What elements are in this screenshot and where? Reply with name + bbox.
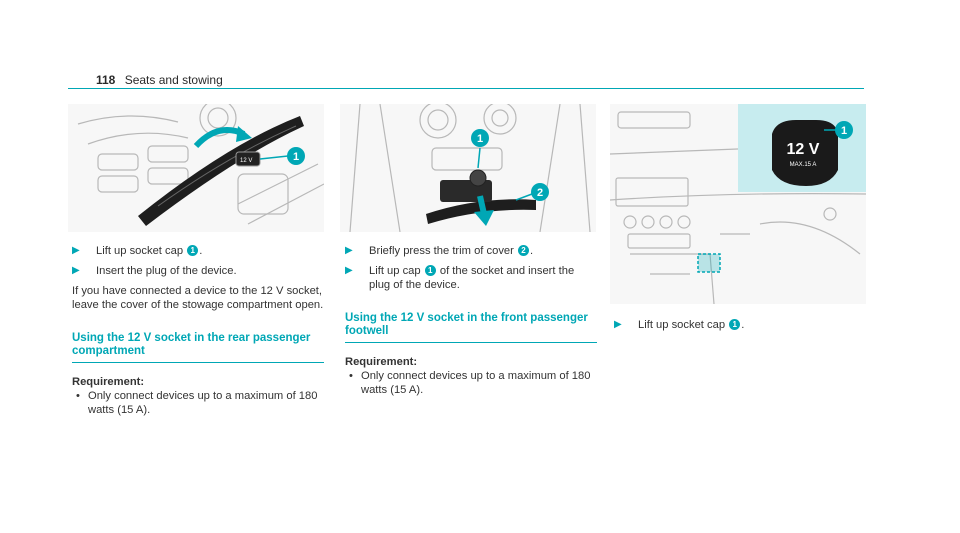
socket-rating: MAX.15 A bbox=[790, 162, 817, 168]
badge-2: 2 bbox=[517, 245, 529, 256]
section-title-front: Using the 12 V socket in the front passe… bbox=[345, 312, 597, 343]
bullet-icon: • bbox=[349, 370, 353, 382]
column-dashboard: ▶ Lift up socket cap 1. bbox=[614, 318, 866, 338]
header-rule bbox=[68, 88, 864, 89]
callout-1 bbox=[287, 147, 305, 165]
figure-dashboard-socket: 12 V MAX.15 A 1 bbox=[610, 104, 866, 304]
step-press-trim: ▶ Briefly press the trim of cover 2. bbox=[345, 245, 534, 257]
section-title-rear: Using the 12 V socket in the rear passen… bbox=[72, 332, 324, 363]
step-lift-cap: ▶ Lift up socket cap 1. bbox=[72, 245, 203, 257]
step-lift-cap: ▶ Lift up cap 1 of the socket and insert… bbox=[345, 265, 575, 291]
rear-console-illustration: 12 V 1 bbox=[68, 104, 324, 232]
requirement-label: Requirement: bbox=[345, 356, 418, 368]
socket-label: 12 V bbox=[787, 141, 820, 158]
svg-text:1: 1 bbox=[841, 125, 847, 137]
svg-text:1: 1 bbox=[477, 133, 483, 145]
bullet-icon: • bbox=[76, 390, 80, 402]
step-arrow-icon: ▶ bbox=[72, 245, 80, 256]
section-name: Seats and stowing bbox=[124, 73, 223, 87]
note-paragraph: If you have connected a device to the 12… bbox=[72, 285, 324, 311]
page-header: 118 Seats and stowing bbox=[96, 73, 223, 87]
page-number: 118 bbox=[96, 73, 116, 87]
badge-1: 1 bbox=[424, 265, 436, 276]
callout-1 bbox=[835, 121, 853, 139]
dashboard-illustration: 12 V MAX.15 A 1 bbox=[610, 104, 866, 304]
front-console-illustration: 1 2 bbox=[340, 104, 596, 232]
requirement-item: • Only connect devices up to a maximum o… bbox=[76, 390, 318, 416]
requirement-label: Requirement: bbox=[72, 376, 145, 388]
figure-front-socket: 1 2 bbox=[340, 104, 596, 232]
step-insert-plug: ▶ Insert the plug of the device. bbox=[72, 265, 237, 277]
column-rear: ▶ Lift up socket cap 1. ▶ Insert the plu… bbox=[72, 244, 324, 417]
step-lift-cap: ▶ Lift up socket cap 1. bbox=[614, 319, 745, 331]
callout-1 bbox=[471, 129, 489, 147]
requirement-item: • Only connect devices up to a maximum o… bbox=[349, 370, 591, 396]
step-arrow-icon: ▶ bbox=[345, 265, 353, 276]
step-arrow-icon: ▶ bbox=[614, 319, 622, 330]
step-arrow-icon: ▶ bbox=[72, 265, 80, 276]
figure-rear-socket: 12 V 1 bbox=[68, 104, 324, 232]
badge-1: 1 bbox=[187, 245, 199, 256]
callout-2 bbox=[531, 183, 549, 201]
svg-text:1: 1 bbox=[293, 151, 299, 163]
socket-label: 12 V bbox=[240, 158, 252, 164]
step-arrow-icon: ▶ bbox=[345, 245, 353, 256]
badge-1: 1 bbox=[729, 319, 741, 330]
svg-text:2: 2 bbox=[537, 187, 543, 199]
column-front: ▶ Briefly press the trim of cover 2. ▶ L… bbox=[345, 244, 597, 397]
